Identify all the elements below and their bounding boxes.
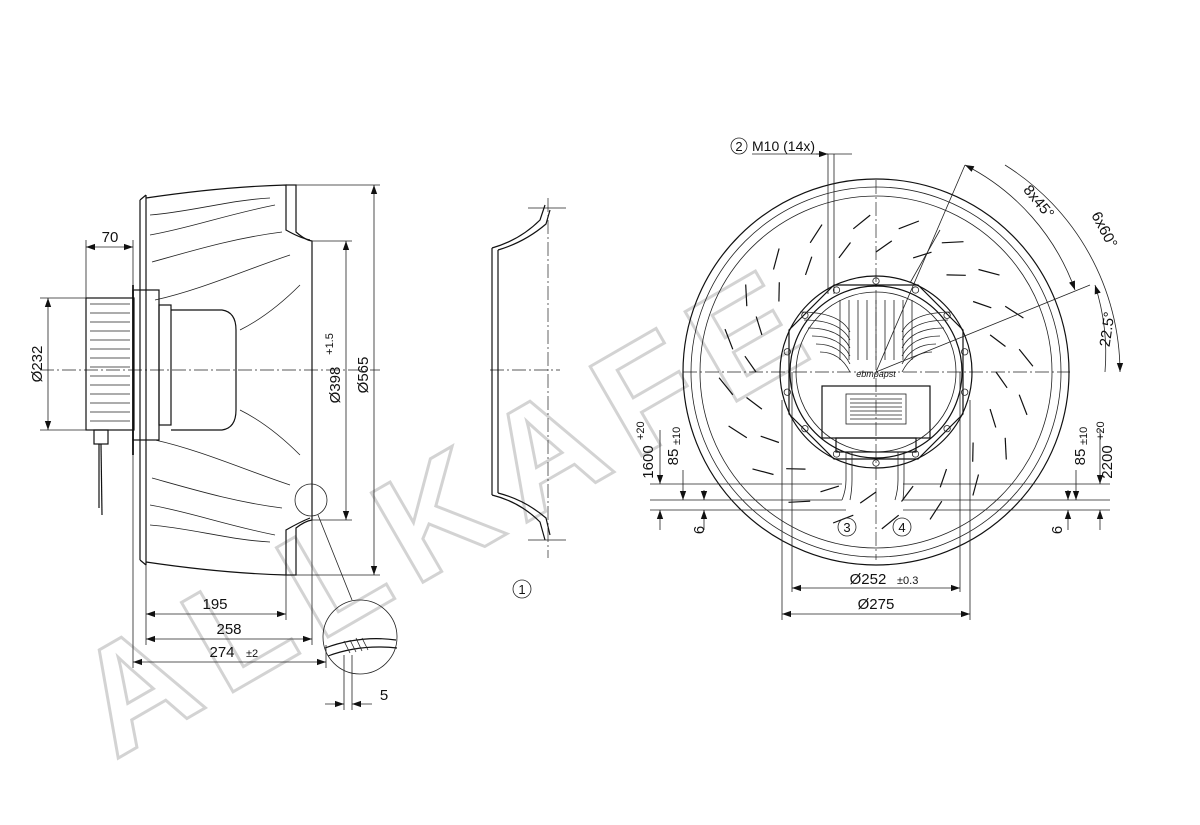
dim-d252-tolerance: ±0.3: [897, 575, 918, 587]
dim-d398-tolerance: +1.5: [324, 333, 336, 355]
dim-258: 258: [216, 621, 241, 638]
motor-cooling-fins: [90, 304, 130, 421]
dim-d275: Ø275: [858, 596, 895, 613]
angle-8x45: 8x45°: [1020, 182, 1058, 222]
callout-1: 1: [518, 582, 525, 597]
dim-6-right: 6: [1049, 526, 1066, 534]
callout-4: 4: [898, 520, 905, 535]
dim-2200: 2200: [1099, 445, 1116, 478]
dim-85-left: 85: [665, 449, 682, 466]
dim-70: 70: [102, 229, 119, 246]
callout-3: 3: [843, 520, 850, 535]
dim-1600-tolerance: +20: [635, 421, 647, 440]
dim-1600: 1600: [640, 445, 657, 478]
angle-6x60: 6x60°: [1087, 209, 1120, 251]
dim-195: 195: [202, 596, 227, 613]
dim-d565: Ø565: [355, 357, 372, 394]
dim-85-right-tolerance: ±10: [1078, 427, 1090, 445]
dim-274: 274: [209, 644, 234, 661]
callout-2: 2: [735, 139, 742, 154]
dim-85-left-tolerance: ±10: [671, 427, 683, 445]
dim-d232: Ø232: [29, 346, 46, 383]
dim-d252: Ø252: [850, 571, 887, 588]
dim-274-tolerance: ±2: [246, 648, 258, 660]
dim-5: 5: [380, 687, 388, 704]
dim-d398: Ø398: [327, 367, 344, 404]
angle-22-5: 22.5°: [1097, 311, 1119, 348]
thread-spec: M10 (14x): [752, 138, 815, 154]
dim-6-left: 6: [691, 526, 708, 534]
dim-2200-tolerance: +20: [1095, 421, 1107, 440]
dim-85-right: 85: [1072, 449, 1089, 466]
